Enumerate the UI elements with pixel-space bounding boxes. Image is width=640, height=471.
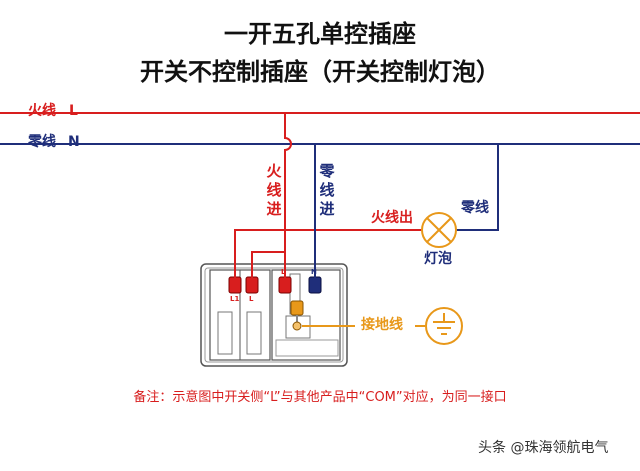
watermark: 头条 @珠海领航电气	[478, 440, 609, 456]
terminal-l-switch	[245, 276, 259, 294]
ground-label: 接地线	[361, 317, 403, 333]
footnote: 备注：示意图中开关侧“L”与其他产品中“COM”对应，为同一接口	[133, 390, 507, 405]
title-line-2: 开关不控制插座（开关控制灯泡）	[140, 58, 500, 86]
terminal-l1-label: L1	[230, 295, 240, 303]
terminal-n-socket-label: N	[311, 268, 317, 276]
live-line-letter: L	[69, 103, 78, 119]
terminal-n-socket	[308, 276, 322, 294]
title-line-1: 一开五孔单控插座	[224, 20, 416, 48]
live-in-label: 火线进	[266, 162, 282, 218]
lamp-label: 灯泡	[424, 251, 452, 267]
terminal-l-socket	[278, 276, 292, 294]
live-out-wire	[234, 229, 422, 279]
live-out-label: 火线出	[371, 210, 413, 226]
terminal-l-switch-label: L	[249, 295, 254, 303]
neutral-line-label: 零线	[28, 134, 56, 150]
lamp-neutral-label: 零线	[461, 200, 489, 216]
terminal-l-socket-label: L	[281, 268, 286, 276]
live-line-label: 火线	[28, 103, 56, 119]
terminal-ground	[290, 300, 304, 316]
lamp-symbol	[421, 212, 457, 248]
live-bridge-wire	[251, 251, 285, 279]
socket-body	[200, 263, 348, 367]
terminal-l1	[228, 276, 242, 294]
ground-screw	[292, 321, 302, 331]
neutral-line-letter: N	[68, 134, 80, 150]
lamp-neutral-wire	[456, 144, 499, 231]
live-in-wire	[284, 113, 292, 279]
neutral-in-label: 零线进	[319, 162, 335, 218]
ground-symbol	[425, 307, 463, 345]
